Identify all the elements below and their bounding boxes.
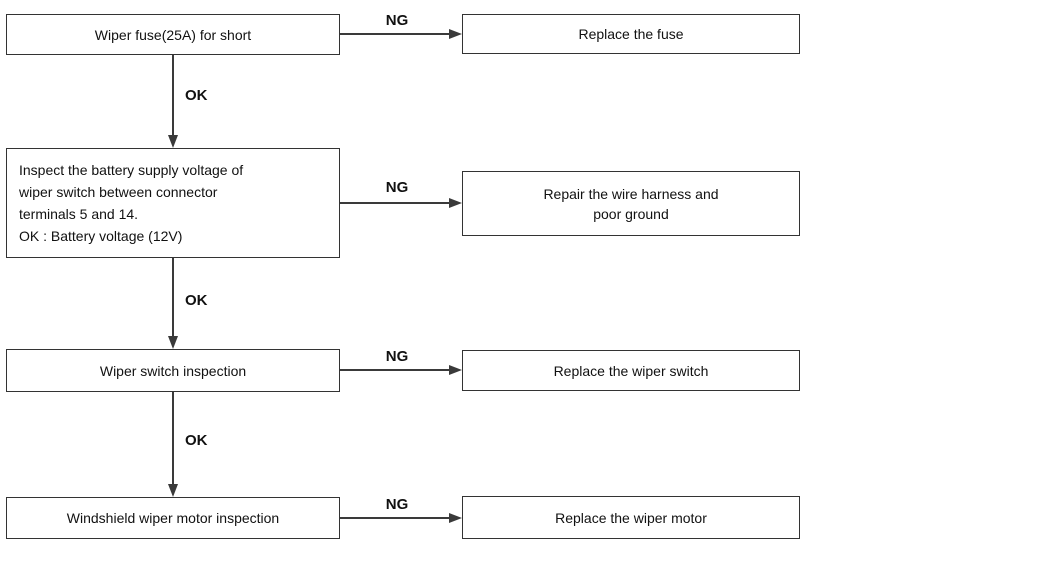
ok-arrowhead-icon-1 (168, 135, 178, 148)
ok-arrow-line-3 (172, 392, 174, 486)
ng-branch-label-3: NG (385, 348, 409, 365)
ng-arrow-line-4 (340, 517, 452, 519)
step-box-wiper-fuse-check: Wiper fuse(25A) for short (6, 14, 340, 55)
ng-branch-label-4: NG (385, 496, 409, 513)
ok-arrowhead-icon-2 (168, 336, 178, 349)
ok-branch-label-3: OK (185, 432, 208, 449)
ng-arrow-line-3 (340, 369, 452, 371)
result-box-replace-wiper-switch: Replace the wiper switch (462, 350, 800, 391)
ng-branch-label-1: NG (385, 12, 409, 29)
ng-arrowhead-icon-2 (449, 198, 462, 208)
result-box-repair-harness: Repair the wire harness and poor ground (462, 171, 800, 236)
ok-arrowhead-icon-3 (168, 484, 178, 497)
result-box-replace-fuse: Replace the fuse (462, 14, 800, 54)
ng-arrow-line-2 (340, 202, 452, 204)
ok-arrow-line-2 (172, 258, 174, 338)
step-box-wiper-switch-inspection: Wiper switch inspection (6, 349, 340, 392)
result-label: Repair the wire harness and poor ground (543, 185, 719, 222)
ng-arrowhead-icon-3 (449, 365, 462, 375)
ng-arrow-line-1 (340, 33, 452, 35)
result-label: Replace the wiper switch (553, 362, 709, 379)
step-box-wiper-motor-inspection: Windshield wiper motor inspection (6, 497, 340, 539)
ng-branch-label-2: NG (385, 179, 409, 196)
result-box-replace-wiper-motor: Replace the wiper motor (462, 496, 800, 539)
step-label: Wiper fuse(25A) for short (94, 26, 252, 43)
ok-arrow-line-1 (172, 55, 174, 137)
step-box-battery-voltage-check: Inspect the battery supply voltage of wi… (6, 148, 340, 258)
step-label: Wiper switch inspection (99, 362, 247, 379)
ng-arrowhead-icon-1 (449, 29, 462, 39)
result-label: Replace the wiper motor (555, 509, 707, 526)
step-label: Windshield wiper motor inspection (66, 510, 280, 526)
ok-branch-label-1: OK (185, 87, 208, 104)
step-label: Inspect the battery supply voltage of wi… (19, 162, 244, 244)
ok-branch-label-2: OK (185, 292, 208, 309)
ng-arrowhead-icon-4 (449, 513, 462, 523)
result-label: Replace the fuse (578, 26, 684, 42)
